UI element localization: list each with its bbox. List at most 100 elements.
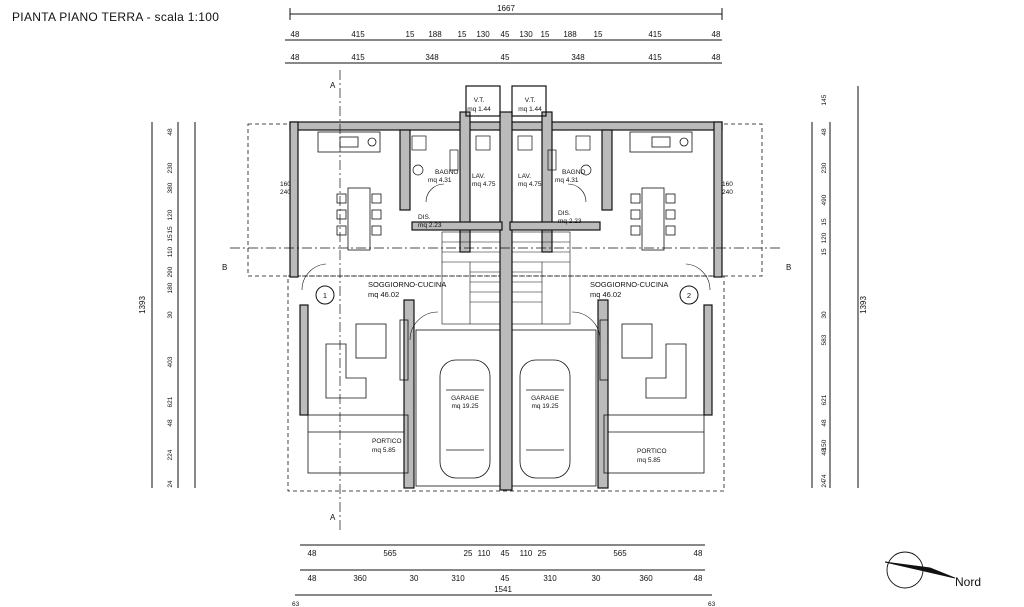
dim-value: 360 <box>353 574 367 583</box>
room-vt-right-area: mq 1.44 <box>518 106 542 113</box>
room-bagno-right: BAGNO <box>562 169 585 176</box>
dim-value: 15 <box>458 30 467 39</box>
unit-marker-1 <box>315 285 335 305</box>
dim-value: 110 <box>520 549 533 558</box>
room-portico-right-area: mq 5.85 <box>637 457 661 464</box>
dim-value: 24 <box>167 480 174 488</box>
top-dimension-lines <box>285 8 723 64</box>
dim-value: 150 <box>821 439 828 450</box>
unit-marker-2 <box>679 285 699 305</box>
left-dimension-lines <box>151 122 196 488</box>
dim-value: 415 <box>351 53 365 62</box>
dim-value: 188 <box>428 30 442 39</box>
room-lav-right-area: mq 4.75 <box>518 181 542 188</box>
dim-value: 290 <box>167 266 174 277</box>
window-dim-right-a: 160 <box>722 181 733 188</box>
dim-value: 45 <box>501 549 510 558</box>
dim-value: 74 <box>821 474 828 482</box>
portico-areas <box>307 414 705 474</box>
section-b-right: B <box>786 263 791 272</box>
dim-value: 48 <box>694 574 703 583</box>
dim-value: 621 <box>167 396 174 407</box>
dim-value: 15 <box>821 218 828 226</box>
bottom-dimension-lines <box>295 544 712 596</box>
section-lines <box>230 70 780 530</box>
room-lav-right: LAV. <box>518 173 531 180</box>
dim-value: 48 <box>694 549 703 558</box>
dim-value: 180 <box>167 282 174 293</box>
dim-value: 130 <box>476 30 490 39</box>
dim-value: 110 <box>167 246 174 257</box>
text-layer: 1667 48 415 15 188 15 130 45 130 15 188 15 415 48 48… <box>138 4 981 607</box>
dim-value: 48 <box>821 448 828 456</box>
room-garage-left-area: mq 19.25 <box>451 403 478 410</box>
dim-value: 15 <box>821 248 828 256</box>
dim-value: 490 <box>821 194 828 205</box>
dim-right-total: 1393 <box>859 296 868 314</box>
living-furniture <box>325 319 687 399</box>
dim-value: 120 <box>821 232 828 243</box>
room-garage-left: GARAGE <box>451 395 479 402</box>
section-a-top: A <box>330 81 336 90</box>
window-dim-left-a: 160 <box>280 181 291 188</box>
room-dis-right: DIS. <box>558 210 571 217</box>
room-portico-left: PORTICO <box>372 438 402 445</box>
dim-value: 45 <box>501 30 510 39</box>
dim-value: 565 <box>383 549 397 558</box>
room-lav-left: LAV. <box>472 173 485 180</box>
dim-value: 403 <box>167 356 174 367</box>
window-dim-left-b: 240 <box>280 189 291 196</box>
dim-bottom-edge-right: 63 <box>708 601 716 607</box>
dim-value: 120 <box>167 209 174 220</box>
room-garage-right-area: mq 19.25 <box>531 403 558 410</box>
dim-value: 415 <box>648 53 662 62</box>
room-bagno-left-area: mq 4.31 <box>428 177 452 184</box>
dim-value: 48 <box>712 30 721 39</box>
room-soggiorno-left: SOGGIORNO-CUCINA <box>368 280 446 289</box>
dim-bottom-total: 1541 <box>494 585 512 594</box>
dim-value: 348 <box>571 53 585 62</box>
dim-value: 15 <box>541 30 550 39</box>
dim-value: 565 <box>613 549 627 558</box>
room-portico-right: PORTICO <box>637 448 667 455</box>
door-swings <box>301 183 711 341</box>
compass-label: Nord <box>955 575 981 589</box>
dim-value: 145 <box>821 94 828 105</box>
dim-top-total: 1667 <box>497 4 515 13</box>
dim-value: 15 <box>167 234 174 242</box>
dim-value: 310 <box>451 574 465 583</box>
dim-value: 25 <box>538 549 547 558</box>
room-dis-left: DIS. <box>418 214 431 221</box>
dim-left-total: 1393 <box>138 296 147 314</box>
dim-value: 224 <box>167 449 174 460</box>
dim-value: 48 <box>308 574 317 583</box>
room-dis-right-area: mq 2.23 <box>558 218 582 225</box>
dim-value: 310 <box>543 574 557 583</box>
room-portico-left-area: mq 5.85 <box>372 447 396 454</box>
dim-value: 360 <box>639 574 653 583</box>
window-dim-right-b: 240 <box>722 189 733 196</box>
dim-value: 48 <box>291 53 300 62</box>
stairs <box>441 231 571 325</box>
room-dis-left-area: mq 2.23 <box>418 222 442 229</box>
dim-value: 48 <box>167 128 174 136</box>
room-soggiorno-right-area: mq 46.02 <box>590 290 621 299</box>
section-a-bottom: A <box>330 513 336 522</box>
dim-bottom-edge-left: 63 <box>292 601 300 607</box>
dim-value: 188 <box>563 30 577 39</box>
dim-value: 30 <box>410 574 419 583</box>
dim-value: 348 <box>425 53 439 62</box>
dim-value: 15 <box>406 30 415 39</box>
dim-value: 130 <box>519 30 533 39</box>
dim-value: 583 <box>821 334 828 345</box>
dim-value: 48 <box>821 419 828 427</box>
dim-value: 30 <box>167 311 174 319</box>
bathroom-fixtures <box>411 135 592 176</box>
dim-value: 48 <box>167 419 174 427</box>
dim-value: 45 <box>501 574 510 583</box>
dim-value: 415 <box>648 30 662 39</box>
